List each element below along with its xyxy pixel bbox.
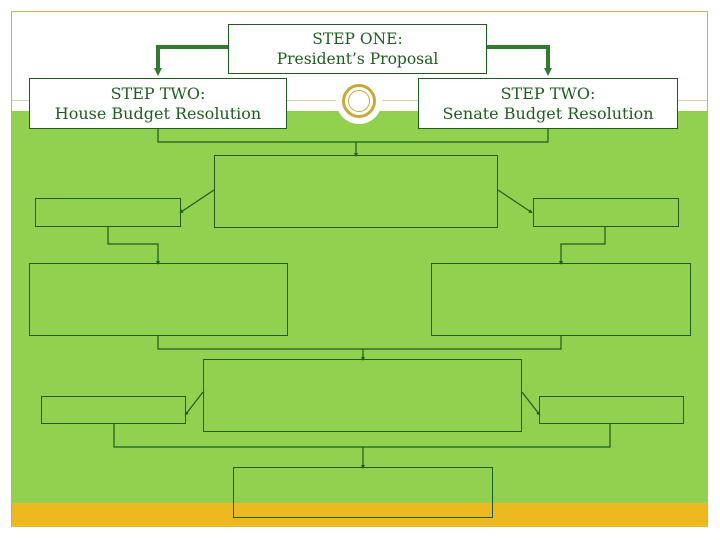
step-two-house-title: House Budget Resolution — [54, 103, 262, 123]
content-background — [12, 111, 707, 503]
step-two-house-label: STEP TWO: — [110, 83, 206, 103]
connector-bottom-merge — [113, 424, 611, 448]
right-medium-box — [431, 263, 691, 336]
arrow-center-to-right-small-2 — [521, 391, 541, 416]
step-two-senate-title: Senate Budget Resolution — [442, 103, 654, 123]
arrow-center-to-right-small-1 — [497, 189, 533, 214]
right-small-box-2 — [539, 396, 684, 424]
center-box-2 — [203, 359, 522, 432]
center-box-1 — [214, 155, 498, 228]
connector-medium-merge — [157, 336, 562, 350]
step-two-senate-label: STEP TWO: — [500, 83, 596, 103]
arrow-proposal-to-house — [154, 45, 228, 76]
footer-band — [12, 503, 707, 527]
arrow-center-to-left-small-2 — [184, 391, 204, 416]
step-two-senate-box: STEP TWO: Senate Budget Resolution — [418, 78, 678, 129]
step-two-house-box: STEP TWO: House Budget Resolution — [29, 78, 287, 129]
left-small-box-1 — [35, 198, 181, 227]
arrow-center-to-left-small-1 — [179, 189, 215, 214]
left-medium-box — [29, 263, 288, 336]
step-one-title: President’s Proposal — [276, 50, 439, 68]
right-small-box-1 — [533, 198, 679, 227]
final-box — [233, 467, 493, 518]
arrow-left-small-to-left-medium — [107, 227, 160, 265]
step-one-box: STEP ONE: President’s Proposal — [228, 24, 487, 74]
left-small-box-2 — [41, 396, 186, 424]
seal-emblem-icon — [336, 78, 382, 124]
connector-house-senate-merge — [157, 129, 549, 143]
step-one-label: STEP ONE: — [312, 30, 403, 48]
arrow-proposal-to-senate — [487, 45, 552, 76]
arrow-right-small-to-right-medium — [559, 227, 606, 265]
